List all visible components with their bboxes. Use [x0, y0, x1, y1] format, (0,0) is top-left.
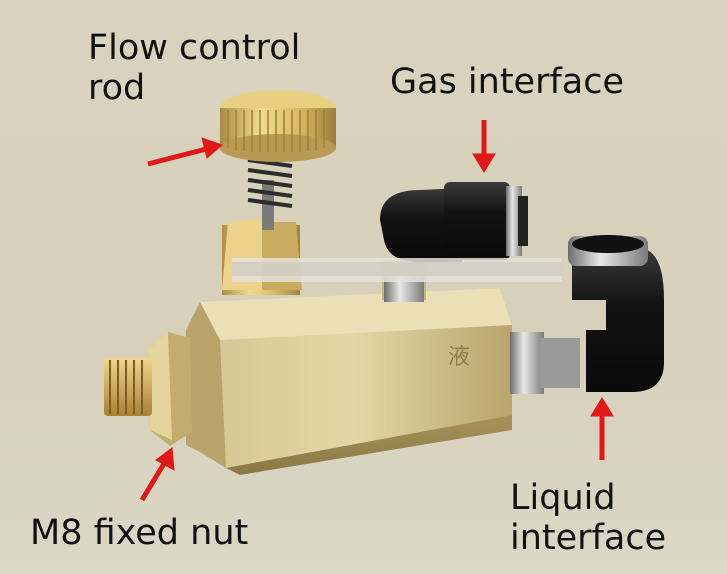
liquid-fitting [510, 235, 664, 394]
arrows [139, 120, 614, 502]
label-liquid-interface: Liquid interface [510, 478, 667, 559]
label-flow-control-rod: Flow control rod [88, 28, 301, 109]
label-gas-interface: Gas interface [390, 62, 625, 102]
arrow-liquid [590, 397, 614, 460]
brass-valve-body [186, 288, 512, 475]
label-m8-fixed-nut: M8 fixed nut [30, 513, 249, 553]
arrow-m8-nut [139, 447, 175, 502]
arrow-flow-control [147, 137, 223, 167]
m8-nut [104, 332, 192, 446]
gas-fitting [380, 182, 528, 302]
stamp-liquid-char: 液 [448, 345, 470, 370]
arrow-gas [472, 120, 496, 173]
